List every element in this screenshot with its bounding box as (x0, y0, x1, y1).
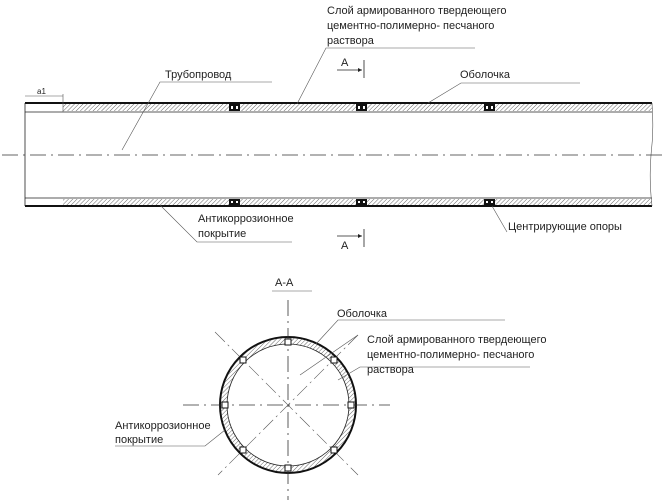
layer-label-line1: Слой армированного твердеющего (327, 5, 507, 17)
arrow-icon (358, 234, 362, 238)
layer-label-section-line2: цементно-полимерно- песчаного (367, 349, 534, 361)
layer-label-section-line3: раствора (367, 364, 415, 376)
arrow-icon (358, 68, 362, 72)
anticorrosion-label-line1: Антикоррозионное (198, 213, 294, 225)
shell-leader-section (315, 319, 505, 345)
dimension-label: a1 (37, 87, 46, 96)
pipe-break-line (649, 102, 654, 207)
anticorrosion-label-section-line1: Антикоррозионное (115, 420, 211, 432)
supports-leader (491, 205, 508, 233)
anticorrosion-label-section-line2: покрытие (115, 434, 163, 446)
supports-label: Центрирующие опоры (508, 221, 622, 233)
layer-label-section-line1: Слой армированного твердеющего (367, 334, 547, 346)
layer-leader-section (337, 366, 530, 381)
layer-label-line2: цементно-полимерно- песчаного (327, 20, 494, 32)
centering-supports-ring (221, 338, 355, 472)
section-title: А-А (275, 277, 294, 289)
layer-label-line3: раствора (327, 35, 375, 47)
section-mark-bottom: A (341, 240, 349, 252)
shell-leader (427, 82, 580, 104)
cross-section-view: А-А Оболочка Слой армированного твердеющ… (115, 277, 547, 500)
anticorrosion-leader-section (115, 429, 226, 447)
diagonal-axis-1 (214, 331, 359, 476)
shell-label-section: Оболочка (337, 308, 388, 320)
layer-leader-ext (299, 334, 359, 376)
shell-label: Оболочка (460, 69, 511, 81)
layer-leader (296, 47, 475, 105)
centering-supports (229, 104, 495, 205)
pipeline-leader (121, 81, 272, 151)
anticorrosion-label-line2: покрытие (198, 228, 246, 240)
section-mark-top: A (341, 57, 349, 69)
pipeline-label: Трубопровод (165, 69, 232, 81)
longitudinal-view: a1 A A Трубопровод Слой армированного тв… (2, 5, 665, 252)
anticorrosion-leader (159, 204, 292, 243)
